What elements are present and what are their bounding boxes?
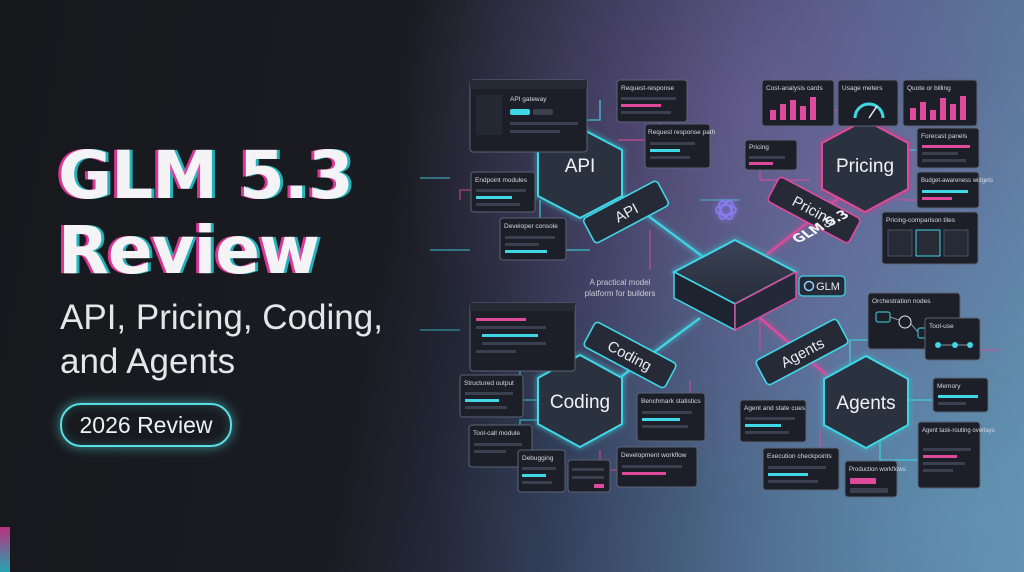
card-tool-call: Tool-call module — [468, 424, 533, 468]
glitch-edge-accent — [0, 527, 10, 572]
card-budget-widgets: Budget-awareness widgets — [916, 171, 993, 209]
hero-subtitle-line2: and Agents — [60, 342, 236, 381]
card-cost-analysis: Cost-analysis cards — [761, 79, 835, 127]
card-pricing-tiles-title: Pricing-comparison tiles — [886, 217, 956, 224]
card-api-gateway: API gateway — [469, 79, 588, 153]
card-usage-meters-title: Usage meters — [842, 85, 883, 92]
card-request-response-title: Request-response — [621, 85, 674, 92]
card-budget-title: Budget-awareness widgets — [921, 178, 993, 184]
card-api-gateway-title: API gateway — [510, 96, 547, 103]
card-developer-console: Developer console — [499, 217, 567, 261]
spoke-api: API — [582, 180, 670, 244]
hub-agents: Agents — [823, 354, 909, 450]
card-exec-title: Execution checkpoints — [767, 453, 832, 460]
card-usage-meters: Usage meters — [837, 79, 899, 127]
card-benchmark: Benchmark statistics — [636, 392, 706, 442]
card-production: Production workflows — [844, 460, 906, 498]
hub-coding: Coding — [537, 353, 623, 449]
card-pricing-tiles: Pricing-comparison tiles — [881, 211, 979, 265]
glm-logo-icon — [803, 280, 815, 292]
hero-title-line2: Review — [58, 212, 320, 289]
review-badge: 2026 Review — [60, 403, 232, 447]
card-quote-billing: Quote or billing — [902, 79, 978, 127]
center-tagline-line1: A practical model — [590, 278, 651, 287]
hub-pricing-label: Pricing — [836, 156, 894, 177]
center-tagline-line2: platform for builders — [585, 289, 656, 298]
hub-pricing: Pricing — [821, 118, 909, 214]
card-endpoint-title: Endpoint modules — [475, 177, 528, 184]
center-cube: GLM 5.3 — [671, 208, 853, 332]
hub-agents-label: Agents — [836, 393, 895, 414]
card-benchmark-title: Benchmark statistics — [641, 398, 701, 405]
card-forecast-panels: Forecast panels — [916, 127, 980, 169]
card-endpoint-modules: Endpoint modules — [470, 171, 536, 213]
card-memory: Memory — [932, 377, 989, 413]
card-agent-state: Agent and state cues — [739, 399, 807, 443]
card-code-editor — [469, 302, 576, 372]
card-structured-title: Structured output — [464, 380, 514, 387]
card-debug-panel — [567, 459, 611, 493]
card-debugging-title: Debugging — [522, 455, 554, 462]
card-orchestration-title: Orchestration nodes — [872, 298, 931, 305]
card-cost-analysis-title: Cost-analysis cards — [766, 85, 823, 92]
hub-coding-label: Coding — [550, 392, 610, 413]
hero-subtitle-line1: API, Pricing, Coding, — [60, 298, 383, 337]
card-structured-output: Structured output — [459, 374, 524, 418]
card-dev-console-title: Developer console — [504, 223, 558, 230]
card-tool-use: Tool-use — [924, 317, 981, 361]
card-request-response-path: Request response path — [644, 123, 716, 169]
card-tool-use-title: Tool-use — [929, 323, 954, 330]
card-pricing-small-title: Pricing — [749, 144, 769, 151]
card-dev-workflow: Development workflow — [616, 446, 698, 488]
glm-brand-chip: GLM — [798, 275, 846, 297]
card-agent-overlays: Agent task-routing overlays — [917, 421, 995, 489]
card-exec-checkpoints: Execution checkpoints — [762, 447, 840, 491]
glm-chip-label: GLM — [816, 281, 840, 293]
card-request-path-title: Request response path — [648, 129, 716, 136]
card-forecast-title: Forecast panels — [921, 133, 968, 140]
card-agent-overlays-title: Agent task-routing overlays — [922, 428, 995, 434]
card-dev-workflow-title: Development workflow — [621, 452, 687, 459]
card-pricing-small: Pricing — [744, 139, 798, 171]
openai-knot-icon — [715, 200, 737, 220]
card-agent-state-title: Agent and state cues — [744, 405, 806, 412]
card-quote-billing-title: Quote or billing — [907, 85, 951, 92]
card-tool-call-title: Tool-call module — [473, 430, 520, 437]
card-production-title: Production workflows — [849, 467, 906, 473]
hero-title-line1: GLM 5.3 — [58, 137, 354, 214]
card-memory-title: Memory — [937, 383, 961, 390]
card-debugging: Debugging — [517, 449, 566, 493]
card-request-response: Request-response — [616, 79, 688, 123]
hub-api-label: API — [565, 156, 596, 177]
